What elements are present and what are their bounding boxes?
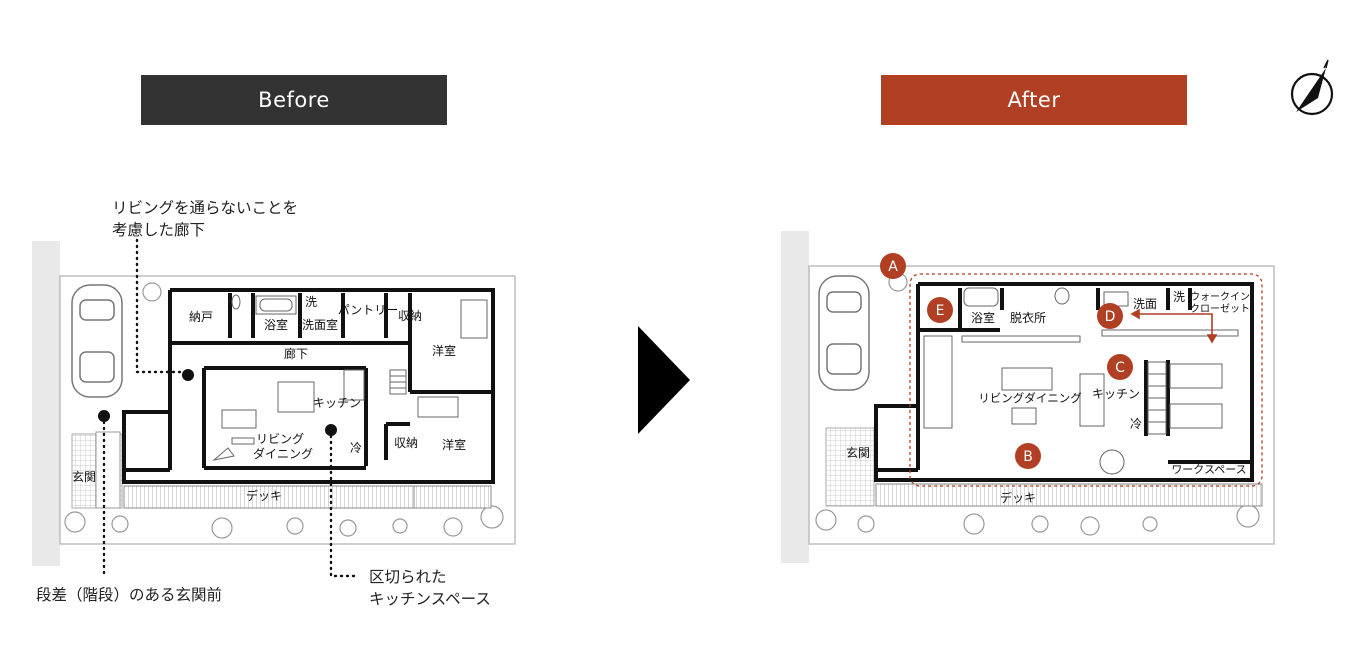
- room-fridge: 冷: [1130, 417, 1142, 431]
- room-western-bottom: 洋室: [442, 437, 466, 452]
- room-storage: 納戸: [189, 310, 213, 324]
- room-wash-small: 洗: [305, 295, 317, 309]
- room-deck: デッキ: [246, 488, 282, 503]
- marker-e: E: [927, 297, 953, 323]
- before-header: Before: [141, 75, 447, 125]
- callout-kitchen: 区切られた キッチンスペース: [369, 566, 491, 610]
- svg-text:A: A: [888, 259, 898, 275]
- callout-corridor: リビングを通らないことを 考慮した廊下: [112, 197, 298, 241]
- svg-text:C: C: [1115, 360, 1125, 376]
- marker-c: C: [1107, 354, 1133, 380]
- before-walls: [122, 288, 495, 484]
- room-corridor: 廊下: [284, 346, 308, 361]
- before-header-label: Before: [258, 88, 330, 112]
- room-bath: 浴室: [971, 310, 995, 325]
- before-fixtures: [212, 294, 488, 461]
- svg-text:E: E: [936, 303, 945, 319]
- room-workspace: ワークスペース: [1171, 463, 1246, 476]
- callout-kitchen-line1: 区切られた: [369, 568, 447, 586]
- room-fridge: 冷: [350, 441, 362, 455]
- after-walls: [874, 282, 1254, 482]
- site-strip: [781, 231, 809, 563]
- entrance-tiles: [825, 427, 875, 507]
- renovation-outline: [909, 273, 1263, 487]
- marker-d: D: [1097, 303, 1123, 329]
- marker-b: B: [1015, 443, 1041, 469]
- room-washroom: 洗面室: [302, 317, 338, 332]
- callout-corridor-line2: 考慮した廊下: [112, 221, 206, 239]
- car-icon: [71, 284, 123, 398]
- room-bath: 浴室: [264, 317, 288, 332]
- room-walkin-line2: クローゼット: [1190, 303, 1250, 315]
- callout-entrance: 段差（階段）のある玄関前: [36, 586, 223, 604]
- car-icon: [818, 275, 870, 391]
- room-kitchen: キッチン: [1092, 387, 1140, 401]
- arrow-right-icon: [638, 326, 690, 434]
- room-deck: デッキ: [1000, 490, 1036, 505]
- compass-icon: [1290, 59, 1334, 116]
- tree-icon: [64, 282, 504, 539]
- room-washbasin: 洗面: [1133, 297, 1157, 311]
- room-western-top: 洋室: [432, 343, 456, 358]
- room-wash-small: 洗: [1173, 290, 1185, 304]
- room-entrance: 玄関: [72, 469, 96, 484]
- callout-corridor-line1: リビングを通らないことを: [112, 199, 299, 217]
- callout-dots: [98, 369, 337, 436]
- room-entrance: 玄関: [846, 445, 870, 460]
- room-pantry: パントリー: [338, 303, 399, 317]
- room-closet-top: 収納: [398, 309, 422, 323]
- room-kitchen: キッチン: [313, 396, 361, 410]
- marker-a: A: [880, 253, 906, 279]
- room-walkin-line1: ウォークイン: [1190, 291, 1250, 303]
- room-dressing: 脱衣所: [1010, 310, 1046, 325]
- svg-text:D: D: [1105, 309, 1116, 325]
- room-living-line2: ダイニング: [253, 446, 313, 461]
- room-closet-bottom: 収納: [394, 436, 418, 450]
- after-header: After: [881, 75, 1187, 125]
- before-plan: 納戸 浴室 洗 洗面室 パントリー 収納 廊下 洋室 キッチン リビング ダイニ…: [32, 238, 516, 580]
- svg-text:B: B: [1023, 449, 1033, 465]
- after-header-label: After: [1007, 88, 1061, 112]
- flow-arrow: [1130, 308, 1218, 344]
- site-strip: [32, 241, 60, 566]
- after-plan: 浴室 脱衣所 洗面 洗 ウォークイン クローゼット リビングダイニング キッチン…: [781, 231, 1275, 563]
- after-fixtures: [923, 287, 1239, 475]
- room-living-dining: リビングダイニング: [978, 391, 1082, 405]
- deck-area: [875, 483, 1263, 507]
- callout-leaders: [102, 238, 360, 580]
- room-living-line1: リビング: [256, 432, 304, 446]
- callout-kitchen-line2: キッチンスペース: [369, 590, 491, 608]
